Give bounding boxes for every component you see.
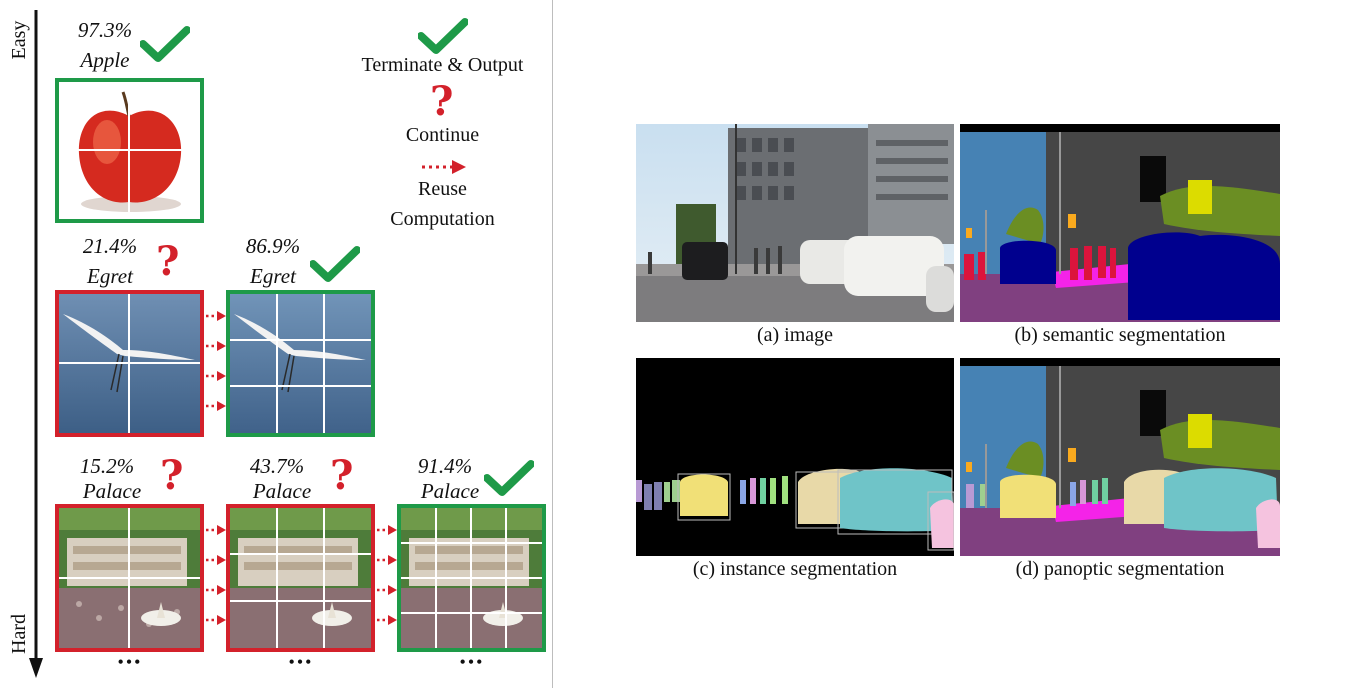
ellipsis-3: ••• (459, 652, 485, 672)
legend-question-mark-icon: ? (430, 78, 454, 125)
image-tile-egret-coarse (55, 290, 204, 437)
caption-d: (d) panoptic segmentation (1015, 558, 1225, 580)
legend-reuse-label-line2: Computation (390, 208, 495, 230)
confidence-palace-2: 43.7% (249, 454, 305, 478)
legend-dotted-arrow-icon (422, 160, 466, 174)
reuse-arrows-egret (206, 311, 226, 411)
question-mark-icon: ? (330, 452, 354, 499)
confidence-palace-1: 15.2% (79, 454, 135, 478)
label-palace-2: Palace (252, 479, 312, 503)
axis-hard-label: Hard (8, 614, 30, 654)
check-icon (484, 460, 534, 496)
question-mark-icon: ? (156, 238, 180, 285)
ellipsis-2: ••• (288, 652, 314, 672)
legend-terminate-label: Terminate & Output (361, 54, 524, 76)
down-arrow-icon (29, 10, 43, 678)
image-tile-palace-medium (226, 504, 375, 652)
legend-check-icon (418, 18, 468, 54)
right-figure: (a) image (b) semantic segmentation (630, 118, 1290, 588)
question-mark-icon: ? (160, 452, 184, 499)
confidence-egret-2: 86.9% (245, 234, 301, 258)
caption-c: (c) instance segmentation (692, 558, 898, 580)
confidence-palace-3: 91.4% (417, 454, 473, 478)
reuse-arrows-palace-1 (206, 525, 226, 625)
confidence-egret-1: 21.4% (82, 234, 138, 258)
image-tile-egret-fine (226, 290, 375, 437)
panoptic-segmentation-map (960, 358, 1280, 556)
label-egret-2: Egret (250, 264, 296, 288)
street-photo (636, 124, 954, 322)
image-tile-palace-coarse (55, 504, 204, 652)
label-egret-1: Egret (87, 264, 133, 288)
instance-segmentation-map (636, 358, 954, 556)
label-apple: Apple (80, 48, 130, 72)
reuse-arrows-palace-2 (377, 525, 397, 625)
check-icon (140, 26, 190, 62)
ellipsis-1: ••• (117, 652, 143, 672)
check-icon (310, 246, 360, 282)
legend-reuse-label-line1: Reuse (418, 178, 467, 200)
semantic-segmentation-map (960, 124, 1280, 322)
legend-continue-label: Continue (405, 124, 480, 146)
left-figure: Easy Hard 97.3% Apple Terminate & Output… (0, 0, 555, 688)
confidence-apple: 97.3% (77, 18, 133, 42)
divider (552, 0, 553, 688)
image-tile-apple (55, 78, 204, 223)
caption-b: (b) semantic segmentation (1014, 324, 1226, 346)
label-palace-1: Palace (82, 479, 142, 503)
image-tile-palace-fine (397, 504, 546, 652)
label-palace-3: Palace (420, 479, 480, 503)
caption-a: (a) image (756, 324, 834, 346)
